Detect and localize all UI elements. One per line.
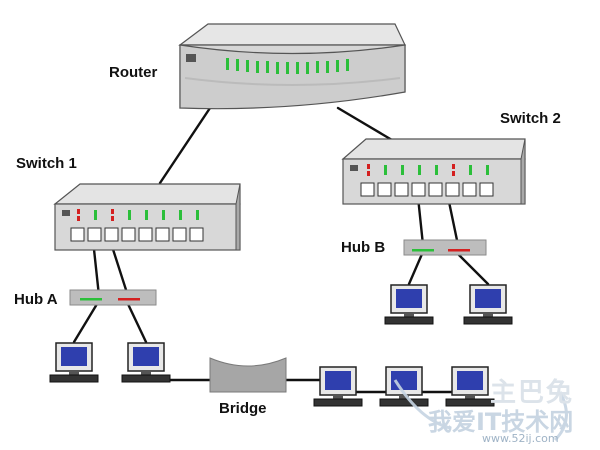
hub-a-label: Hub A xyxy=(14,291,58,308)
switch2-device xyxy=(341,138,526,205)
switch2-ports xyxy=(360,182,494,197)
computer-pc-b2 xyxy=(463,284,513,325)
bridge-label: Bridge xyxy=(219,400,267,417)
cable-switch2-hub-b-2 xyxy=(446,195,460,247)
switch1-leds xyxy=(77,209,199,221)
computer-pc-c2 xyxy=(379,366,429,407)
watermark-site: 我爱IT技术网 xyxy=(428,408,574,436)
switch1-label: Switch 1 xyxy=(16,155,77,172)
cables xyxy=(72,106,490,394)
watermark-logo: 主巴兔 xyxy=(490,378,575,408)
computer-pc-c1 xyxy=(313,366,363,407)
router-label: Router xyxy=(109,64,158,81)
switch1-ports xyxy=(70,227,204,242)
cable-hub-b-pc-b1 xyxy=(407,252,424,286)
cable-router-switch1 xyxy=(158,106,212,185)
hub-a-device xyxy=(69,289,157,306)
computer-pc-b1 xyxy=(384,284,434,325)
cable-switch2-hub-b-1 xyxy=(416,195,425,247)
router-device xyxy=(178,23,406,110)
hub-b-label: Hub B xyxy=(341,239,386,256)
computer-pc-a2 xyxy=(121,342,171,383)
switch2-label: Switch 2 xyxy=(500,110,561,127)
cable-hub-b-pc-b2 xyxy=(456,252,490,286)
switch2-leds xyxy=(367,164,489,176)
watermark-swoosh xyxy=(393,379,568,442)
watermark-url: www.52ij.com xyxy=(482,432,559,445)
cable-hub-a-pc-a2 xyxy=(126,302,148,344)
hub-b-device xyxy=(403,239,487,256)
bridge-device xyxy=(209,357,287,393)
cable-router-switch2 xyxy=(336,106,394,142)
cable-hub-a-pc-a1 xyxy=(72,302,99,344)
computer-pc-a1 xyxy=(49,342,99,383)
router-leds xyxy=(226,58,349,74)
computer-pc-c3 xyxy=(445,366,495,407)
switch1-device xyxy=(53,183,241,251)
